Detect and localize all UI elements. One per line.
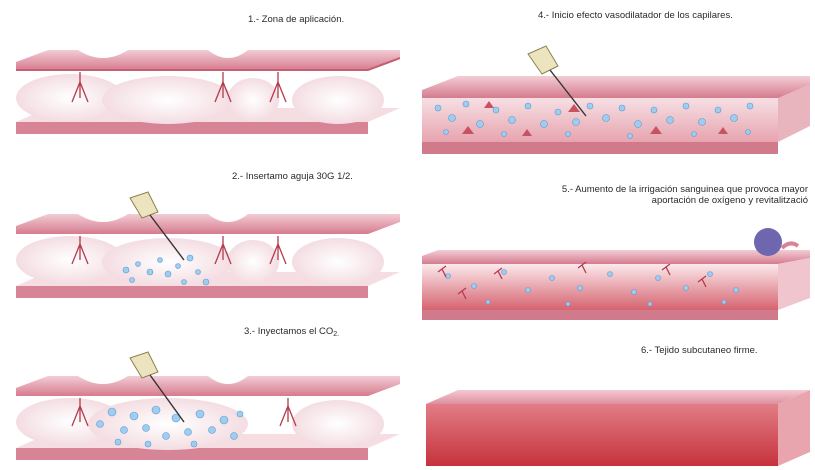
- step-5-illustration: [418, 220, 810, 326]
- step-6-illustration: [418, 388, 810, 468]
- step-2-caption: 2.- Insertamo aguja 30G 1/2.: [232, 171, 353, 182]
- step-5-caption-line-1: 5.- Aumento de la irrigación sanguinea q…: [470, 184, 808, 195]
- step-2-illustration: [8, 190, 400, 302]
- step-1-caption: 1.- Zona de aplicación.: [248, 14, 344, 25]
- step-5-caption-line-2: aportación de oxígeno y revitalització: [470, 195, 808, 206]
- step-3-illustration: [8, 346, 400, 464]
- step-1-illustration: [8, 40, 400, 140]
- step-3-caption: 3.- Inyectamos el CO2.: [244, 326, 339, 340]
- lump-icon: [754, 228, 782, 256]
- step-4-caption: 4.- Inicio efecto vasodilatador de los c…: [538, 10, 733, 21]
- step-4-illustration: [418, 38, 810, 158]
- step-5-caption: 5.- Aumento de la irrigación sanguinea q…: [470, 184, 808, 206]
- step-3-caption-text: 3.- Inyectamos el CO: [244, 326, 333, 337]
- step-3-caption-subscript: 2.: [333, 331, 339, 338]
- step-6-caption: 6.- Tejido subcutaneo firme.: [641, 345, 758, 356]
